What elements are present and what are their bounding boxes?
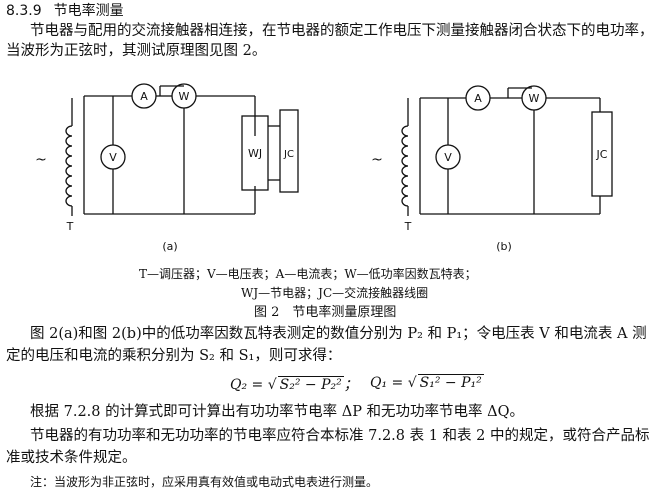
paragraph-1-line-2: 当波形为正弦时，其测试原理图见图 2。: [6, 43, 267, 59]
legend-line-1: T—调压器；V—电压表；A—电流表；W—低功率因数瓦特表；: [139, 267, 477, 281]
wattmeter-a: [171, 83, 197, 109]
label-voltmeter-b: V: [444, 151, 452, 164]
paragraph-2-line-1: 图 2(a)和图 2(b)中的低功率因数瓦特表测定的数值分别为 P₂ 和 P₁；…: [30, 326, 647, 342]
ammeter-b: [465, 85, 491, 111]
label-ammeter-a: A: [140, 90, 148, 103]
source-symbol-a: ~: [35, 152, 47, 168]
paragraph-4-line-1: 节电器的有功功率和无功功率的节电率应符合本标准 7.2.8 表 1 和表 2 中…: [30, 428, 650, 444]
equation-q1-radicand: S₁² − P₁²: [417, 374, 484, 391]
label-contactor-b: JC: [596, 148, 608, 161]
label-contactor-a: JC: [283, 149, 294, 160]
note: 注：当波形为非正弦时，应采用真有效值或电动式电表进行测量。: [30, 475, 379, 489]
label-voltmeter-a: V: [109, 151, 117, 164]
equation-q1: Q₁ = √S₁² − P₁²: [370, 374, 484, 391]
transformer-coil-b: [401, 125, 409, 207]
paragraph-1-line-1: 节电器与配用的交流接触器相连接，在节电器的额定工作电压下测量接触器闭合状态下的电…: [30, 23, 654, 39]
label-transformer-a: T: [66, 220, 74, 233]
paragraph-3: 根据 7.2.8 的计算式即可计算出有功功率节电率 ΔP 和无功功率节电率 ΔQ…: [30, 404, 525, 420]
label-transformer-b: T: [404, 220, 412, 233]
circuit-diagrams: ~ T A W V WJ JC (a) ~ T A W V JC (b): [35, 83, 613, 253]
equation-q2: Q₂ = √S₂² − P₂²；: [230, 376, 358, 393]
section-number: 8.3.9: [6, 3, 42, 19]
label-saver-a: WJ: [248, 147, 262, 160]
voltmeter-b: [435, 144, 461, 170]
circuit-a: [65, 83, 299, 216]
section-heading: 8.3.9 节电率测量: [6, 2, 124, 20]
subfigure-label-a: (a): [162, 240, 177, 253]
equation-q2-radicand: S₂² − P₂²: [277, 376, 344, 393]
figure-caption: 图 2 节电率测量原理图: [254, 305, 397, 320]
circuit-b: [401, 85, 613, 216]
voltmeter-a: [100, 144, 126, 170]
equation-q2-end: ；: [343, 377, 358, 393]
transformer-coil-a: [65, 125, 73, 207]
equation-q1-lhs: Q₁ =: [370, 375, 404, 391]
ammeter-a: [131, 83, 157, 109]
equation-q2-lhs: Q₂ =: [230, 377, 264, 393]
wattmeter-b: [521, 85, 547, 111]
paragraph-2-line-2: 定的电压和电流的乘积分别为 S₂ 和 S₁，则可求得：: [6, 348, 342, 364]
label-wattmeter-b: W: [529, 92, 540, 105]
label-wattmeter-a: W: [179, 90, 190, 103]
subfigure-label-b: (b): [496, 240, 512, 253]
label-ammeter-b: A: [474, 92, 482, 105]
section-title: 节电率测量: [53, 3, 124, 19]
paragraph-4-line-2: 准或技术条件规定。: [6, 450, 137, 466]
legend-line-2: WJ—节电器；JC—交流接触器线圈: [241, 286, 429, 300]
source-symbol-b: ~: [371, 152, 383, 168]
